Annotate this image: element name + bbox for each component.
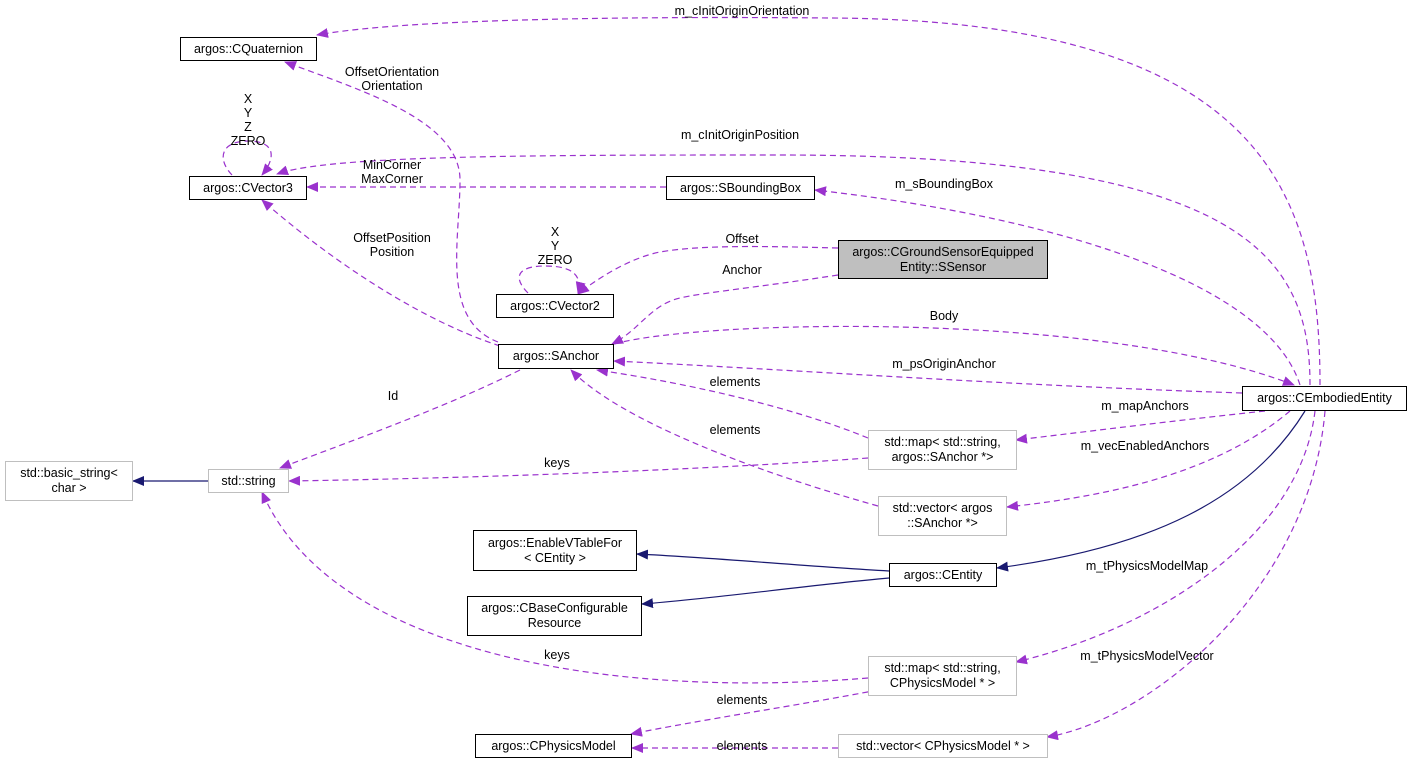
edge-label-v2-self: X Y ZERO [537, 225, 573, 267]
node-sanchor[interactable]: argos::SAnchor [498, 344, 614, 369]
edge-physics-model-vector [1046, 410, 1326, 741]
edge-label-elements-physics-map: elements [716, 693, 768, 707]
edge-id [279, 369, 521, 469]
edge-physics-model-map [1015, 410, 1316, 665]
node-cquaternion-label: argos::CQuaternion [193, 41, 304, 56]
edge-bounding-box [814, 186, 1301, 386]
edge-init-origin-position [276, 154, 1311, 386]
node-centity-label: argos::CEntity [903, 567, 983, 582]
edge-v2-self [518, 265, 586, 294]
edge-label-init-origin-position: m_cInitOriginPosition [680, 128, 800, 142]
edge-ps-origin-anchor [613, 356, 1243, 394]
node-basic-string-label-1: std::basic_string< [20, 466, 118, 480]
node-map-physics-label-2: CPhysicsModel * > [889, 676, 996, 690]
node-enable-vtable-label-2: < CEntity > [524, 550, 586, 565]
edge-anchor [611, 274, 839, 345]
node-ssensor-label-1: argos::CGroundSensorEquipped [852, 244, 1034, 259]
edge-label-ps-origin-anchor: m_psOriginAnchor [892, 357, 996, 371]
edge-label-init-origin-orientation: m_cInitOriginOrientation [674, 4, 810, 18]
node-cembodiedentity-label: argos::CEmbodiedEntity [1257, 391, 1392, 405]
node-basic-string-label-2: char > [51, 481, 87, 495]
node-string-label: std::string [221, 473, 276, 488]
edge-label-corner: MinCorner MaxCorner [361, 158, 423, 186]
node-cbase-config[interactable]: argos::CBaseConfigurable Resource [467, 596, 642, 636]
node-ssensor-label-2: Entity::SSensor [899, 259, 987, 274]
node-cphysicsmodel[interactable]: argos::CPhysicsModel [475, 734, 632, 758]
edge-label-keys-anchor: keys [544, 456, 570, 470]
edge-label-vec-enabled-anchors: m_vecEnabledAnchors [1080, 439, 1210, 453]
node-vector-anchor[interactable]: std::vector< argos ::SAnchor *> [878, 496, 1007, 536]
edge-label-physics-model-map: m_tPhysicsModelMap [1085, 559, 1209, 573]
edge-offset-position [261, 199, 501, 347]
edge-inherit-base-config [641, 577, 890, 609]
edge-label-id: Id [387, 389, 399, 403]
node-sboundingbox-label: argos::SBoundingBox [680, 180, 801, 195]
node-enable-vtable[interactable]: argos::EnableVTableFor < CEntity > [473, 530, 637, 571]
node-cphysicsmodel-label: argos::CPhysicsModel [491, 738, 616, 753]
edge-inherit-enable-vtable [636, 549, 890, 572]
edge-vec-enabled-anchors [1006, 410, 1291, 511]
edge-label-elements-map: elements [709, 375, 761, 389]
edge-v3-self [222, 140, 273, 176]
edge-label-v3-self: X Y Z ZERO [230, 92, 266, 148]
edge-label-elements-vector: elements [709, 423, 761, 437]
edge-offset [577, 245, 839, 295]
edge-map-anchors [1015, 410, 1266, 444]
node-basic-string[interactable]: std::basic_string< char > [5, 461, 133, 501]
edge-label-keys-physics: keys [544, 648, 570, 662]
node-cbase-config-label-1: argos::CBaseConfigurable [481, 601, 628, 615]
node-map-physics-label-1: std::map< std::string, [884, 661, 1001, 675]
edge-elements-map [596, 366, 869, 439]
edge-label-anchor: Anchor [722, 263, 762, 277]
edge-elements-physics-map [630, 689, 879, 737]
node-cvector2-label: argos::CVector2 [510, 298, 600, 313]
edge-keys-anchor [288, 457, 869, 486]
node-cvector3-label: argos::CVector3 [203, 180, 293, 195]
edge-label-offset-position: OffsetPosition Position [353, 231, 431, 259]
node-cembodiedentity[interactable]: argos::CEmbodiedEntity [1242, 386, 1407, 411]
node-cvector2[interactable]: argos::CVector2 [496, 294, 614, 318]
edge-label-bounding-box: m_sBoundingBox [895, 177, 993, 191]
node-map-anchor[interactable]: std::map< std::string, argos::SAnchor *> [868, 430, 1017, 470]
node-vector-anchor-label-1: std::vector< argos [892, 501, 993, 515]
node-cquaternion[interactable]: argos::CQuaternion [180, 37, 317, 61]
edge-init-origin-orientation [316, 16, 1321, 386]
edge-elements-vector [570, 369, 879, 507]
edge-label-map-anchors: m_mapAnchors [1101, 399, 1189, 413]
edge-label-physics-model-vector: m_tPhysicsModelVector [1080, 649, 1214, 663]
edge-label-body: Body [929, 309, 959, 323]
edge-label-elements-physics-vector: elements [716, 739, 768, 753]
edge-body [613, 325, 1295, 386]
edge-keys-physics [261, 491, 869, 684]
node-map-anchor-label-2: argos::SAnchor *> [891, 450, 994, 464]
node-map-anchor-label-1: std::map< std::string, [884, 435, 1001, 449]
node-ssensor[interactable]: argos::CGroundSensorEquipped Entity::SSe… [838, 240, 1048, 279]
node-map-physics[interactable]: std::map< std::string, CPhysicsModel * > [868, 656, 1017, 696]
node-vector-physics[interactable]: std::vector< CPhysicsModel * > [838, 734, 1048, 758]
node-cbase-config-label-2: Resource [527, 616, 582, 630]
node-cvector3[interactable]: argos::CVector3 [189, 176, 307, 200]
node-vector-physics-label: std::vector< CPhysicsModel * > [856, 738, 1030, 753]
edge-inherit-centity [996, 410, 1306, 572]
node-enable-vtable-label-1: argos::EnableVTableFor [487, 535, 623, 550]
edge-label-offset: Offset [725, 232, 759, 246]
node-sanchor-label: argos::SAnchor [512, 349, 600, 363]
edge-label-offset-orientation: OffsetOrientation Orientation [344, 65, 440, 93]
edge-offset-orientation [284, 61, 499, 343]
node-string[interactable]: std::string [208, 469, 289, 493]
node-sboundingbox[interactable]: argos::SBoundingBox [666, 176, 815, 200]
node-centity[interactable]: argos::CEntity [889, 563, 997, 587]
node-vector-anchor-label-2: ::SAnchor *> [907, 516, 978, 530]
